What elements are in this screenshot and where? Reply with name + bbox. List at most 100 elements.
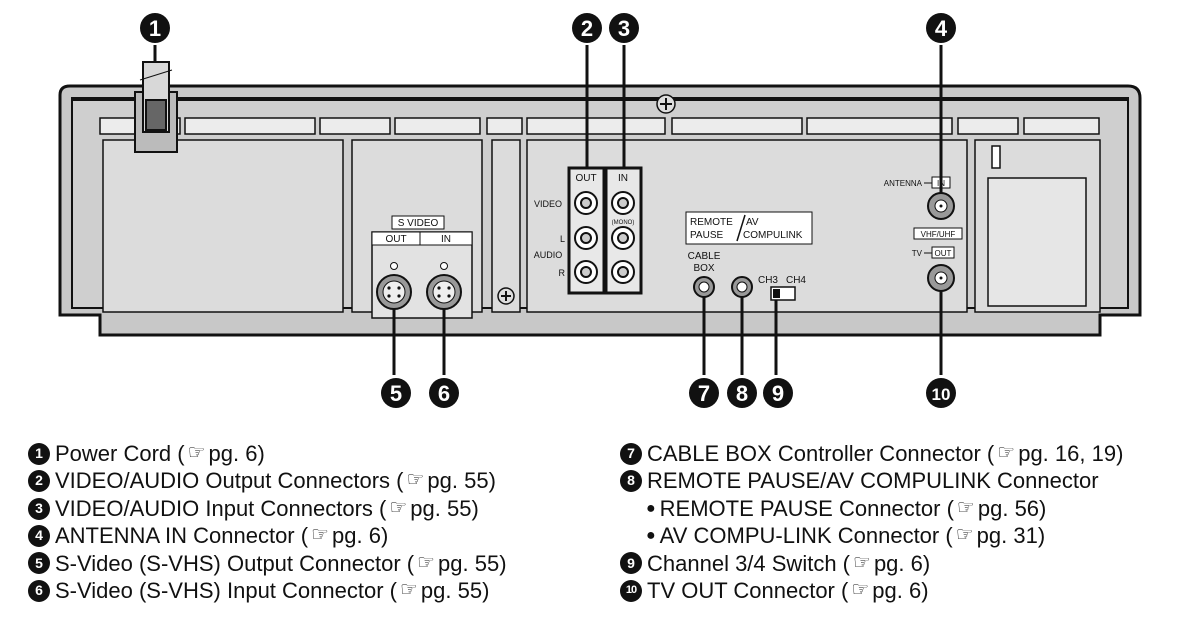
remote-pause-jack (731, 276, 753, 298)
page-prefix: pg. (410, 495, 441, 521)
vcr-rear-panel-diagram: S VIDEO OUT IN OUT IN (MONO) VIDEO (58, 13, 1142, 408)
svg-text:8: 8 (736, 381, 748, 406)
page-reference: 31 (1013, 523, 1038, 549)
antenna-label: ANTENNA (884, 179, 923, 188)
mono-label: (MONO) (612, 220, 635, 226)
legend-number-badge: 5 (28, 552, 50, 575)
top-screw-icon (656, 94, 676, 114)
pointing-hand-icon: ☞ (389, 496, 408, 519)
pointing-hand-icon: ☞ (406, 469, 425, 492)
av-out-label: OUT (575, 173, 596, 184)
audio-r-label: R (559, 268, 566, 278)
legend-number-badge: 6 (28, 579, 50, 602)
svg-text:2: 2 (581, 16, 593, 41)
legend-text: VIDEO/AUDIO Output Connectors ( (55, 468, 404, 494)
legend-item: ●AV COMPU-LINK Connector (☞pg. 31) (646, 523, 1046, 549)
page-prefix: pg. (332, 523, 363, 549)
callout-badge-9: 9 (763, 378, 793, 408)
legend-text: AV COMPU-LINK Connector ( (659, 523, 953, 549)
pointing-hand-icon: ☞ (853, 551, 871, 574)
callout-badge-8: 8 (727, 378, 757, 408)
bullet-icon: ● (646, 499, 656, 517)
legend-number-badge: 10 (620, 579, 642, 602)
legend-text: REMOTE PAUSE Connector ( (659, 495, 954, 521)
callout-badge-7: 7 (689, 378, 719, 408)
callout-badge-10: 10 (926, 378, 956, 408)
page-reference: 55 (447, 495, 472, 521)
callout-badge-6: 6 (429, 378, 459, 408)
page-prefix: pg. (208, 441, 240, 466)
pointing-hand-icon: ☞ (955, 524, 974, 547)
legend-number-badge: 1 (28, 442, 50, 465)
antenna-in-jack (927, 192, 955, 220)
pointing-hand-icon: ☞ (851, 579, 870, 602)
top-vent-slots (99, 117, 1100, 135)
tv-out-label: OUT (935, 249, 952, 258)
av-connectors: OUT IN (MONO) VIDEO L AUDIO R (534, 166, 643, 295)
cable-box-jack (693, 276, 715, 298)
page-reference: 6 (368, 523, 381, 549)
antenna-panel: ANTENNA IN VHF/UHF TV OUT (884, 176, 963, 292)
page-prefix: pg. (420, 578, 452, 604)
video-label: VIDEO (534, 199, 562, 209)
legend-number-badge: 8 (620, 470, 642, 493)
s-video-out-label: OUT (385, 234, 406, 245)
svg-text:7: 7 (698, 381, 710, 406)
pointing-hand-icon: ☞ (187, 442, 206, 464)
legend-number-badge: 2 (28, 470, 50, 493)
audio-l-label: L (560, 234, 565, 244)
callout-badge-2: 2 (572, 13, 602, 43)
s-video-out-jack (376, 274, 412, 310)
pointing-hand-icon: ☞ (417, 551, 436, 574)
page-reference: 56 (1014, 495, 1040, 521)
s-video-in-label: IN (441, 234, 451, 245)
page-prefix: pg. (427, 468, 458, 494)
svg-text:1: 1 (149, 16, 161, 41)
legend-text: Channel 3/4 Switch ( (647, 550, 850, 576)
legend-number-badge: 3 (28, 497, 50, 520)
callout-badge-5: 5 (381, 378, 411, 408)
compulink-label: COMPULINK (743, 230, 803, 241)
page-reference: 6 (245, 441, 258, 466)
legend-number-badge: 9 (620, 552, 642, 575)
ch4-label: CH4 (786, 275, 806, 286)
legend-text: S-Video (S-VHS) Input Connector ( (55, 578, 397, 604)
tv-out-jack (927, 264, 955, 292)
legend-text: VIDEO/AUDIO Input Connectors ( (55, 495, 387, 521)
legend-number-badge: 7 (620, 442, 642, 465)
svg-text:10: 10 (932, 385, 951, 404)
page-reference: 55 (464, 468, 489, 494)
av-in-label: IN (618, 173, 628, 184)
page-prefix: pg. (872, 578, 903, 604)
legend-text: TV OUT Connector ( (647, 578, 849, 604)
page-prefix: pg. (976, 523, 1008, 549)
pause-label: PAUSE (690, 230, 723, 241)
page-reference: 55 (457, 578, 483, 604)
callout-lines (153, 45, 943, 375)
legend-text: CABLE BOX Controller Connector ( (647, 441, 995, 466)
pointing-hand-icon: ☞ (956, 496, 975, 519)
callout-badge-3: 3 (609, 13, 639, 43)
svg-text:9: 9 (772, 381, 784, 406)
tv-label: TV (912, 249, 923, 258)
vhf-uhf-label: VHF/UHF (921, 230, 956, 239)
page-reference: 6 (908, 578, 922, 604)
cable-label: CABLE (688, 251, 721, 262)
svg-text:6: 6 (438, 381, 450, 406)
s-video-panel: S VIDEO OUT IN (371, 215, 473, 319)
callout-badge-1: 1 (140, 13, 170, 43)
ch3-label: CH3 (758, 275, 778, 286)
page-reference: 6 (910, 550, 923, 576)
legend-text: Power Cord ( (55, 441, 185, 466)
svg-text:3: 3 (618, 16, 630, 41)
remote-compulink-panel: REMOTE PAUSE AV COMPULINK CABLE BOX CH3 … (685, 211, 813, 301)
legend-text: S-Video (S-VHS) Output Connector ( (55, 550, 415, 576)
